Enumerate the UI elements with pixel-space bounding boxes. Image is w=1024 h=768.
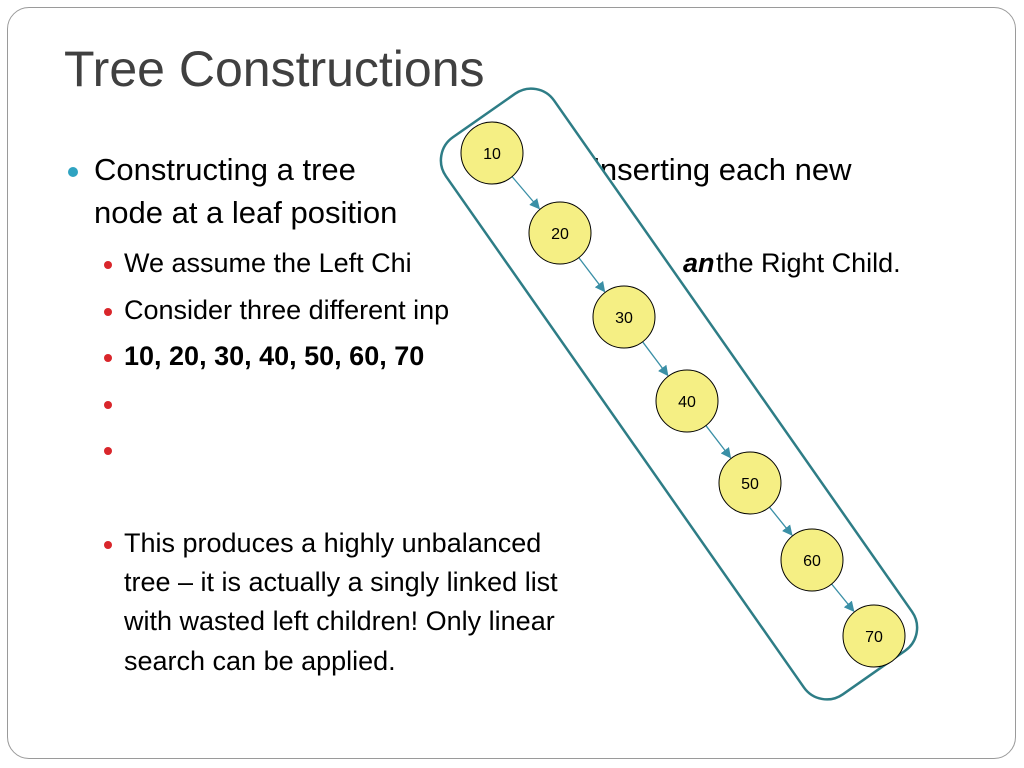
- sub-bullet-marker: [104, 354, 112, 362]
- node-label: 30: [615, 310, 633, 327]
- node-circle: [528, 201, 592, 265]
- sub-bullet-marker: [104, 541, 112, 549]
- node-label: 20: [551, 226, 569, 243]
- bullet-text-line1-right: inserting each new: [593, 152, 852, 187]
- assume-text-left: We assume the Left Chi: [124, 248, 412, 278]
- node-circle: [592, 285, 656, 349]
- sub-bullet-marker: [104, 261, 112, 269]
- tree-node-20: 20: [528, 201, 592, 265]
- node-circle: [655, 369, 719, 433]
- node-circle: [460, 121, 524, 185]
- node-circle: [718, 451, 782, 515]
- node-label: 70: [865, 629, 883, 646]
- right-child-edge: [768, 506, 793, 536]
- right-child-edge: [511, 176, 540, 210]
- unbalanced-text-line3: with wasted left children! Only linear: [124, 606, 555, 636]
- consider-text: Consider three different inp: [124, 295, 450, 325]
- sub-bullet-marker: [104, 447, 112, 455]
- tree-node-40: 40: [655, 369, 719, 433]
- bullet-text-line2: node at a leaf position: [94, 195, 398, 230]
- node-label: 60: [803, 553, 821, 570]
- tree-node-60: 60: [780, 528, 844, 592]
- unbalanced-text-line1: This produces a highly unbalanced: [124, 528, 542, 558]
- slide-title: Tree Constructions: [64, 41, 485, 97]
- tree-node-10: 10: [460, 121, 524, 185]
- assume-text-right: the Right Child.: [716, 248, 901, 278]
- tree-node-70: 70: [842, 604, 906, 668]
- node-label: 40: [678, 394, 696, 411]
- node-label: 10: [483, 146, 501, 163]
- sequence-text: 10, 20, 30, 40, 50, 60, 70: [124, 341, 425, 371]
- bullet-text-line1: Constructing a tree: [94, 152, 356, 187]
- unbalanced-text-line4: search can be applied.: [124, 646, 396, 676]
- node-circle: [780, 528, 844, 592]
- right-child-edge: [578, 257, 606, 293]
- right-child-edge: [705, 425, 732, 459]
- sub-bullet-marker: [104, 308, 112, 316]
- right-child-edge: [642, 341, 669, 377]
- node-label: 50: [741, 476, 759, 493]
- right-child-edge: [831, 583, 855, 613]
- assume-text-emphasis: an: [683, 248, 715, 278]
- tree-node-50: 50: [718, 451, 782, 515]
- unbalanced-text-line2: tree – it is actually a singly linked li…: [124, 567, 558, 597]
- sub-bullet-marker: [104, 401, 112, 409]
- node-circle: [842, 604, 906, 668]
- bullet-marker: [68, 167, 78, 177]
- tree-node-30: 30: [592, 285, 656, 349]
